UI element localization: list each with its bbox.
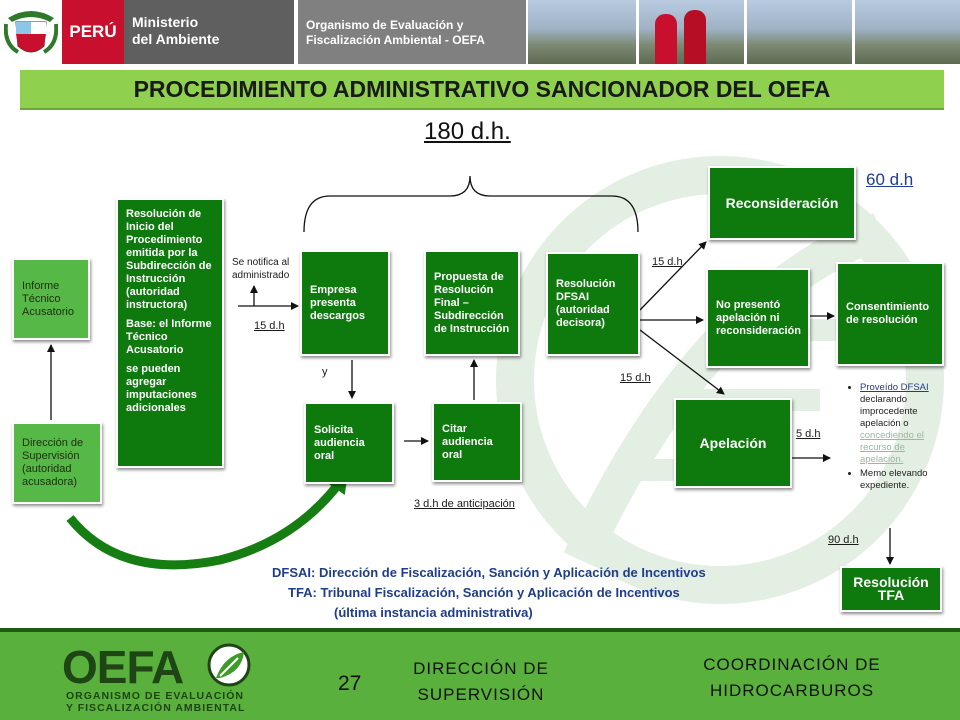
ministry-line1: Ministerio: [132, 14, 199, 30]
empresa-descargos-box: Empresa presenta descargos: [300, 250, 390, 356]
citar-audiencia-box: Citar audiencia oral: [432, 402, 522, 482]
return-curved-arrow: [66, 470, 350, 570]
footer-coordinacion: COORDINACIÓN DE HIDROCARBUROS: [672, 652, 912, 704]
direccion-supervision-box: Dirección de Supervisión (autoridad acus…: [12, 422, 102, 504]
footer-direccion: DIRECCIÓN DE SUPERVISIÓN: [396, 656, 566, 708]
legend-tfa-note: (última instancia administrativa): [334, 605, 533, 620]
apelacion-notes: Proveído DFSAI declarando improcedente a…: [846, 382, 946, 494]
note-memo: Memo elevando expediente.: [860, 468, 946, 492]
resolucion-inicio-box: Resolución de Inicio del Procedimiento e…: [116, 198, 224, 468]
resolucion-inicio-imputaciones: se pueden agregar imputaciones adicional…: [126, 363, 197, 414]
propuesta-resolucion-box: Propuesta de Resolución Final – Subdirec…: [424, 250, 520, 356]
reconsideracion-box: Reconsideración: [708, 166, 856, 240]
oefa-leaf-icon: [206, 642, 252, 688]
peru-coat-of-arms-icon: [3, 4, 59, 60]
concediendo-link[interactable]: concediendo el recurso de apelación.: [860, 430, 924, 465]
photo-divider: [636, 0, 639, 64]
legend-dfsai: DFSAI: Dirección de Fiscalización, Sanci…: [272, 565, 706, 580]
proveido-link[interactable]: Proveído DFSAI: [860, 382, 929, 393]
logo-sub-line2: Y FISCALIZACIÓN AMBIENTAL: [66, 702, 246, 714]
footer-direccion-line2: SUPERVISIÓN: [417, 685, 545, 704]
consentimiento-box: Consentimiento de resolución: [836, 262, 944, 366]
and-label: y: [322, 366, 328, 378]
resolucion-inicio-base: Base: el Informe Técnico Acusatorio: [126, 318, 212, 356]
peru-label: PERÚ: [62, 0, 124, 64]
page-title: PROCEDIMIENTO ADMINISTRATIVO SANCIONADOR…: [20, 70, 944, 110]
note-proveido: Proveído DFSAI declarando improcedente a…: [860, 382, 946, 466]
ministry-line2: del Ambiente: [132, 31, 220, 47]
se-notifica-label: Se notifica al administrado: [232, 257, 290, 281]
photo-divider: [852, 0, 855, 64]
legend-tfa: TFA: Tribunal Fiscalización, Sanción y A…: [288, 585, 680, 600]
resolucion-inicio-text: Resolución de Inicio del Procedimiento e…: [126, 208, 212, 311]
photo-inspector-figure: [684, 10, 706, 64]
organization-line2: Fiscalización Ambiental - OEFA: [306, 33, 485, 47]
solicita-audiencia-box: Solicita audiencia oral: [304, 402, 394, 484]
page-number: 27: [338, 672, 362, 695]
oefa-logo: OEFA: [62, 641, 184, 693]
resolucion-tfa-box: Resolución TFA: [840, 566, 942, 612]
proveido-text: declarando improcedente apelación o: [860, 394, 918, 429]
apelacion-box: Apelación: [674, 398, 792, 488]
duration-15-label: 15 d.h: [254, 320, 285, 332]
reconsideracion-duration-label: 60 d.h: [866, 170, 914, 189]
memo-text: Memo elevando expediente.: [860, 468, 928, 491]
organization-line1: Organismo de Evaluación y: [306, 18, 464, 32]
duration-brace: [303, 175, 639, 233]
duration-90-label: 90 d.h: [828, 534, 859, 546]
photo-divider: [744, 0, 747, 64]
duration-15-label: 15 d.h: [620, 372, 651, 384]
resolucion-dfsai-box: Resolución DFSAI (autoridad decisora): [546, 252, 640, 356]
no-presento-box: No presentó apelación ni reconsideración: [706, 268, 810, 368]
oefa-logo-subtitle: ORGANISMO DE EVALUACIÓN Y FISCALIZACIÓN …: [66, 690, 245, 714]
ministry-label: Ministerio del Ambiente: [124, 0, 294, 64]
footer: [0, 628, 960, 720]
footer-direccion-line1: DIRECCIÓN DE: [413, 659, 549, 678]
photo-inspector-figure: [655, 14, 677, 64]
total-duration-label: 180 d.h.: [424, 118, 511, 145]
footer-coordinacion-line2: HIDROCARBUROS: [709, 681, 875, 700]
duration-5-label: 5 d.h: [796, 428, 821, 440]
anticipacion-label: 3 d.h de anticipación: [414, 498, 515, 510]
informe-tecnico-box: Informe Técnico Acusatorio: [12, 258, 90, 340]
logo-sub-line1: ORGANISMO DE EVALUACIÓN: [66, 690, 244, 702]
footer-coordinacion-line1: COORDINACIÓN DE: [703, 655, 881, 674]
duration-15-label: 15 d.h: [652, 256, 683, 268]
organization-label: Organismo de Evaluación y Fiscalización …: [298, 0, 526, 64]
